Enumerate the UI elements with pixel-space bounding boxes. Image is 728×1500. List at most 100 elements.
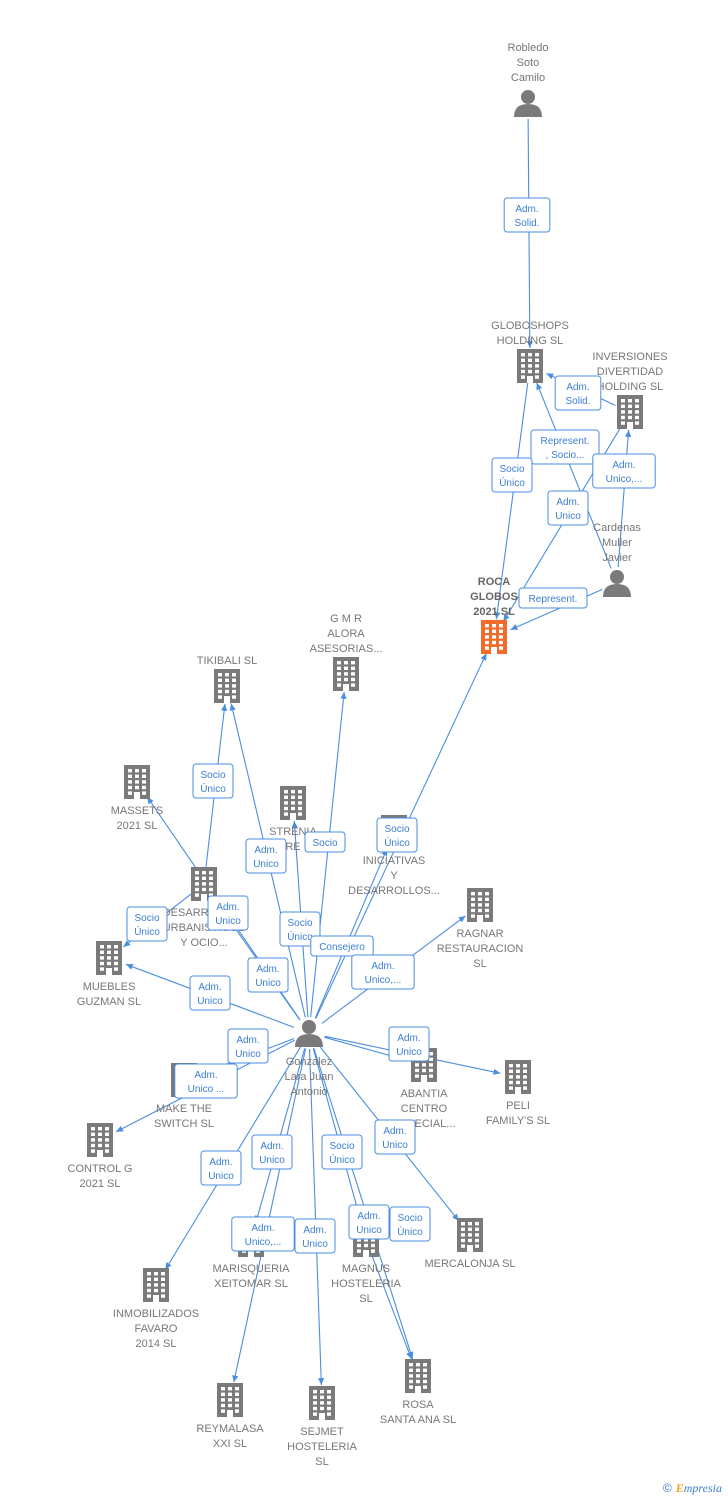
edge-label-box (294, 1218, 336, 1254)
node-label-line: HOLDING SL (497, 335, 564, 347)
node-tikibali[interactable]: TIKIBALI SL (197, 655, 258, 703)
edge-label-box (518, 587, 588, 609)
edge-label-gonzalez-to-reymalasa[interactable]: Adm.Unico (294, 1218, 336, 1254)
node-label-line: HOSTELERIA (287, 1441, 357, 1453)
edge-label-box (247, 957, 289, 993)
edge-label-gonzalez-to-iniciativas[interactable]: Consejero (310, 935, 374, 957)
edge-label-gonzalez-to-gmr[interactable]: Socio (304, 831, 346, 853)
node-label-line: ROCA (478, 576, 510, 588)
edge-label-inversiones-to-roca[interactable]: Adm.Unico (547, 490, 589, 526)
node-label-line: 2021 SL (80, 1178, 121, 1190)
edge-label-text: Represent. (541, 436, 590, 447)
node-label-line: GLOBOSHOPS (491, 320, 569, 332)
edge-label-box (554, 375, 602, 411)
node-label-line: ROSA (402, 1399, 434, 1411)
edge-label-cardenas-to-globoshops[interactable]: Represent., Socio... (530, 429, 600, 465)
edge-label-gonzalez-to-ragnar[interactable]: Adm.Unico,... (351, 954, 415, 990)
edge-label-gonzalez-to-magnus[interactable]: Adm.Unico (374, 1119, 416, 1155)
edge-label-box (376, 817, 418, 853)
edge-label-gonzalez-to-abantia[interactable]: Adm. Unico (388, 1026, 430, 1062)
edge-label-inversiones-to-globoshops[interactable]: Adm.Solid. (554, 375, 602, 411)
edge-label-gonzalez-to-makeswitch[interactable]: Adm.Unico ... (174, 1063, 238, 1099)
edge-label-box (503, 197, 551, 233)
edge-label-gonzalez-to-marisqueria[interactable]: Adm.Unico (200, 1150, 242, 1186)
edge-globoshops-to-roca (494, 381, 529, 620)
edge-label-gonzalez-to-peli[interactable]: Adm.Unico (227, 1028, 269, 1064)
edge-label-text: Unico (555, 511, 581, 522)
node-gmr[interactable]: G M RALORAASESORIAS... (310, 613, 383, 691)
edge-label-robledo-to-globoshops[interactable]: Adm.Solid. (503, 197, 551, 233)
edge-label-box (592, 453, 656, 489)
edge-label-gonzalez-to-massets[interactable]: Adm.Unico (207, 895, 249, 931)
node-label-line: 2021 SL (473, 606, 515, 618)
edges-layer (115, 118, 632, 1386)
node-label-line: RESTAURACION (437, 943, 524, 955)
node-label-line: SL (359, 1293, 372, 1305)
brand-name: mpresia (683, 1481, 722, 1495)
edge-gonzalez-to-iniciativas (314, 848, 388, 1019)
edge-label-box (227, 1028, 269, 1064)
edge-label-gonzalez-to-mercalonja[interactable]: Adm.Unico (247, 957, 289, 993)
node-label-line: FAVARO (135, 1323, 178, 1335)
building-icon (333, 657, 359, 691)
edge-label-box (388, 1026, 430, 1062)
node-label-line: Soto (517, 57, 540, 69)
node-label-line: SL (315, 1456, 328, 1468)
edge-label-text: Adm. (209, 1157, 232, 1168)
node-label-line: G M R (330, 613, 362, 625)
node-label-line: Camilo (511, 72, 545, 84)
edge-label-gonzalez-to-controlg[interactable]: Adm.Unico (251, 1134, 293, 1170)
edge-label-gonzalez-to-muebles[interactable]: Adm.Unico (189, 975, 231, 1011)
node-label-line: Lara Juan (285, 1071, 334, 1083)
edge-label-cardenas-to-inversiones[interactable]: Adm.Unico,... (592, 453, 656, 489)
edge-label-gonzalez-to-tikibali[interactable]: Adm.Unico (245, 838, 287, 874)
node-label-line: INMOBILIZADOS (113, 1308, 199, 1320)
node-mercalonja[interactable]: MERCALONJA SL (424, 1218, 516, 1270)
building-icon (405, 1359, 431, 1393)
edge-label-text: Adm. (612, 460, 635, 471)
edge-cardenas-to-globoshops (536, 382, 612, 569)
node-label-line: DIVERTIDAD (597, 366, 663, 378)
edge-label-text: Unico (396, 1047, 422, 1058)
building-icon (280, 786, 306, 820)
edge-label-gonzalez-to-rosa[interactable]: Adm.Unico (348, 1204, 390, 1240)
edge-label-gonzalez-to-inmobilizados[interactable]: Adm.Unico,... (231, 1216, 295, 1252)
node-label-line: INVERSIONES (592, 351, 667, 363)
edge-label-text: Adm. (397, 1033, 420, 1044)
edge-label-text: Socio (200, 770, 225, 781)
node-controlg[interactable]: CONTROL G 2021 SL (68, 1123, 133, 1190)
edge-label-box (231, 1216, 295, 1252)
building-icon (143, 1268, 169, 1302)
edge-label-cardenas-to-roca[interactable]: Represent. (518, 587, 588, 609)
node-label-line: REYMALASA (196, 1423, 264, 1435)
edge-label-text: Unico (382, 1140, 408, 1151)
node-label-line: 2021 SL (117, 820, 158, 832)
node-label-line: MERCALONJA SL (424, 1258, 515, 1270)
edge-label-box (279, 911, 321, 947)
node-label-line: PELI (506, 1100, 530, 1112)
node-label-line: CONTROL G (68, 1163, 133, 1175)
edge-label-text: Unico (259, 1155, 285, 1166)
node-globoshops[interactable]: GLOBOSHOPS HOLDING SL (491, 320, 569, 383)
